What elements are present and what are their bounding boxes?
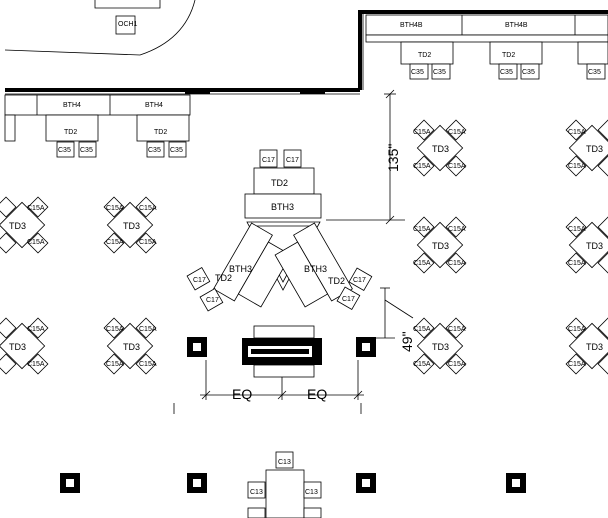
label-c15a: C15A <box>27 326 45 333</box>
label-td2: TD2 <box>328 276 345 286</box>
table-cluster-far-right: TD3 TD3 TD3 C15A C15A C15A C15A C15A C15… <box>565 119 608 375</box>
label-c35: C35 <box>433 69 446 76</box>
table-cluster-left-lower: TD3 C15A C15A <box>0 317 49 375</box>
dim-49: 49" <box>399 331 415 352</box>
chair-symbol <box>115 15 136 35</box>
table-cluster-mid-lower: TD3 C15A C15A C15A C15A <box>103 317 157 375</box>
label-c15a: C15A <box>139 205 157 212</box>
dim-eq-left: EQ <box>232 386 252 402</box>
label-td2: TD2 <box>215 273 232 283</box>
label-c15a: C15A <box>27 239 45 246</box>
label-td3: TD3 <box>586 342 603 352</box>
label-c15a: C15A <box>448 163 466 170</box>
label-c15a: C15A <box>139 326 157 333</box>
label-td3: TD3 <box>586 241 603 251</box>
bench-bth4-row: BTH4 BTH4 TD2 TD2 C35 C35 C35 C35 <box>4 94 191 158</box>
label-bth3: BTH3 <box>229 264 252 274</box>
label-c15a: C15A <box>568 361 586 368</box>
table-cluster-mid-upper: TD3 C15A C15A C15A C15A <box>103 196 157 254</box>
label-bth4b-a: BTH4B <box>400 22 423 29</box>
label-c13: C13 <box>278 459 291 466</box>
table-cluster-right-3: TD3 C15A C15A C15A C15A <box>413 317 467 375</box>
label-bth3: BTH3 <box>271 202 294 212</box>
label-c15a: C15A <box>568 226 586 233</box>
label-c15a: C15A <box>448 226 466 233</box>
label-bth4-a: BTH4 <box>63 102 81 109</box>
label-c35: C35 <box>500 69 513 76</box>
label-c17: C17 <box>286 157 299 164</box>
dim-eq-right: EQ <box>307 386 327 402</box>
label-td2: TD2 <box>502 52 515 59</box>
label-td3: TD3 <box>123 221 140 231</box>
bench-bth4b-row: BTH4B BTH4B TD2 TD2 C35 C35 C35 C35 C35 <box>365 14 608 80</box>
label-td3: TD3 <box>586 144 603 154</box>
label-c15a: C15A <box>568 129 586 136</box>
label-och1: OCH1 <box>118 21 138 28</box>
label-td2: TD2 <box>271 178 288 188</box>
label-c15a: C15A <box>568 163 586 170</box>
dimension-lines: 135" 49" EQ EQ <box>173 89 415 414</box>
label-c35: C35 <box>588 69 601 76</box>
label-c17: C17 <box>262 157 275 164</box>
bottom-table-c13: C13 C13 C13 <box>247 451 322 518</box>
label-c15a: C15A <box>448 326 466 333</box>
label-c15a: C15A <box>413 163 431 170</box>
table-cluster-left-upper: TD3 C15A C15A <box>0 196 49 254</box>
label-c15a: C15A <box>106 361 124 368</box>
label-c15a: C15A <box>448 129 466 136</box>
label-bth4-b: BTH4 <box>145 102 163 109</box>
label-c15a: C15A <box>106 326 124 333</box>
label-td3: TD3 <box>9 342 26 352</box>
label-c35: C35 <box>411 69 424 76</box>
label-c15a: C15A <box>413 260 431 267</box>
label-bth4b-b: BTH4B <box>505 22 528 29</box>
label-td2: TD2 <box>418 52 431 59</box>
central-bar-table <box>242 325 322 378</box>
label-bth3: BTH3 <box>304 264 327 274</box>
label-td3: TD3 <box>9 221 26 231</box>
label-c17: C17 <box>193 277 206 284</box>
label-c15a: C15A <box>448 361 466 368</box>
label-c15a: C15A <box>448 260 466 267</box>
label-c15a: C15A <box>413 326 431 333</box>
label-c17: C17 <box>206 297 219 304</box>
dim-135: 135" <box>385 144 401 172</box>
table-cluster-right-2: TD3 C15A C15A C15A C15A <box>413 216 467 274</box>
label-td2: TD2 <box>154 129 167 136</box>
label-c13: C13 <box>250 489 263 496</box>
label-c35: C35 <box>148 147 161 154</box>
table-cluster-right-1: TD3 C15A C15A C15A C15A <box>413 119 467 177</box>
label-c15a: C15A <box>27 361 45 368</box>
label-c35: C35 <box>58 147 71 154</box>
label-c15a: C15A <box>106 239 124 246</box>
label-c35: C35 <box>522 69 535 76</box>
label-c17: C17 <box>342 296 355 303</box>
label-c15a: C15A <box>568 260 586 267</box>
bth3-hub: TD2 BTH3 C17 C17 BTH3 TD2 C17 C17 BTH3 T… <box>186 149 373 312</box>
label-c15a: C15A <box>413 361 431 368</box>
label-c15a: C15A <box>568 326 586 333</box>
walls <box>5 10 608 95</box>
lounge-area: OCH1 <box>4 0 196 56</box>
label-c15a: C15A <box>413 129 431 136</box>
label-td3: TD3 <box>432 241 449 251</box>
label-td3: TD3 <box>432 144 449 154</box>
label-td2: TD2 <box>64 129 77 136</box>
label-c15a: C15A <box>139 239 157 246</box>
label-td3: TD3 <box>432 342 449 352</box>
label-c15a: C15A <box>27 205 45 212</box>
label-c17: C17 <box>353 277 366 284</box>
label-c15a: C15A <box>106 205 124 212</box>
label-td3: TD3 <box>123 342 140 352</box>
label-c35: C35 <box>170 147 183 154</box>
label-c15a: C15A <box>139 361 157 368</box>
label-c15a: C15A <box>413 226 431 233</box>
label-c35: C35 <box>80 147 93 154</box>
label-c13: C13 <box>305 489 318 496</box>
